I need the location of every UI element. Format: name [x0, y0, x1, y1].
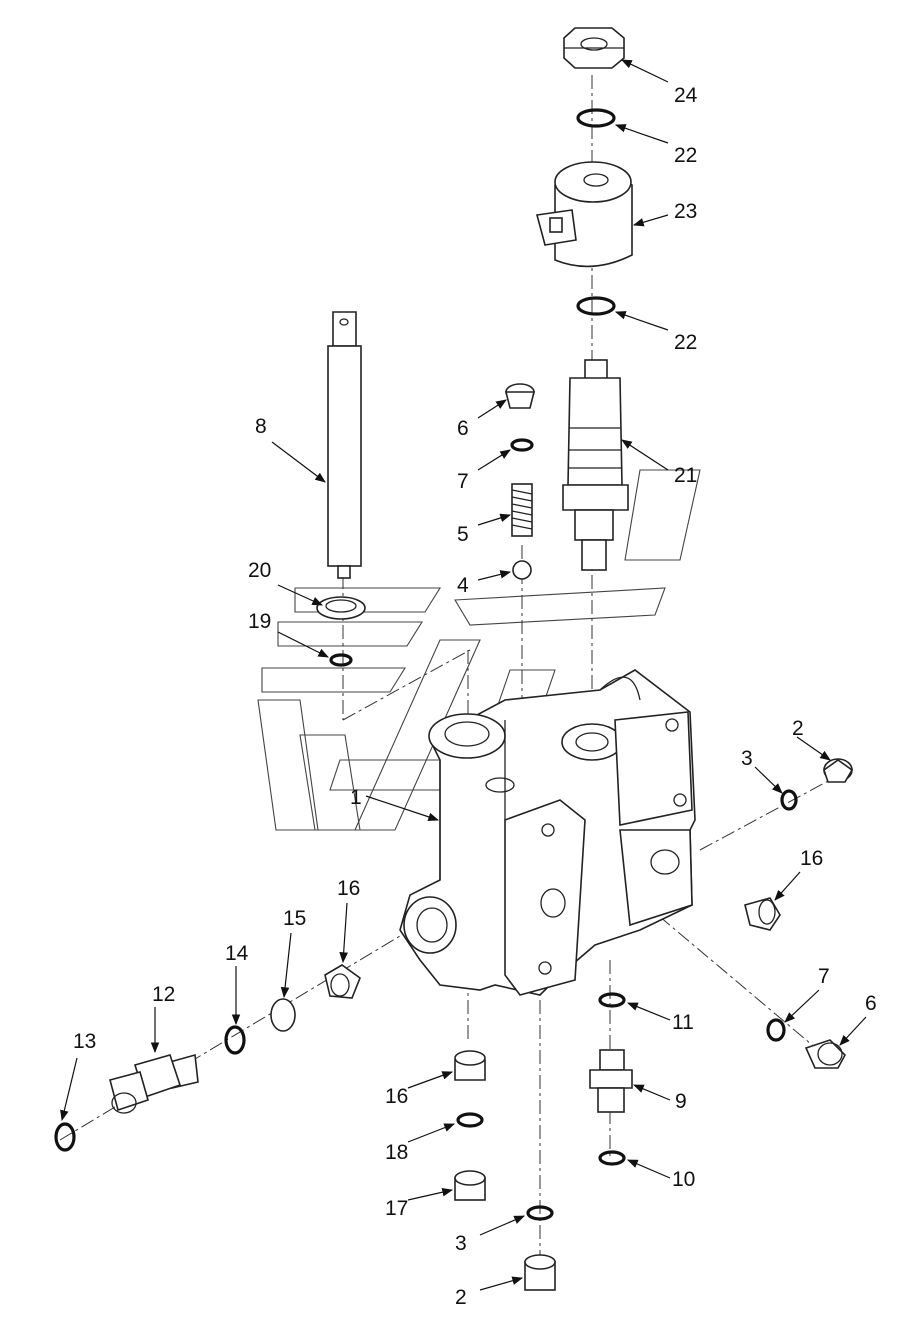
- part-6-plug-upper: [504, 383, 536, 409]
- part-3-oring-right: [780, 789, 798, 811]
- part-21-cartridge-valve: [562, 359, 629, 571]
- part-5-spring: [511, 483, 533, 537]
- callout-6-lower: 6: [865, 992, 877, 1015]
- part-11-oring: [598, 992, 626, 1008]
- callout-7-lower: 7: [818, 965, 830, 988]
- callout-16-right: 16: [800, 847, 823, 870]
- part-2-plug-bottom: [524, 1254, 556, 1291]
- callout-10: 10: [672, 1168, 695, 1191]
- callout-19: 19: [248, 610, 271, 633]
- leader-lines: [60, 59, 867, 1291]
- part-13-oring: [54, 1122, 76, 1152]
- assembly-axes: [59, 75, 831, 1280]
- callout-4: 4: [457, 574, 469, 597]
- part-6-plug-lower: [804, 1039, 846, 1069]
- part-15-washer: [270, 998, 296, 1032]
- callout-16-bottom: 16: [385, 1085, 408, 1108]
- part-16-plug-right: [744, 897, 781, 931]
- callout-16-left: 16: [337, 877, 360, 900]
- callout-2-bottom: 2: [455, 1286, 467, 1309]
- callout-6-upper: 6: [457, 417, 469, 440]
- callout-18: 18: [385, 1141, 408, 1164]
- callout-labels: 24 22 23 22 21 8 6 7 5 4 20 19 1 2 3 16 …: [73, 84, 877, 1309]
- callout-13: 13: [73, 1030, 96, 1053]
- callout-22-lower: 22: [674, 331, 697, 354]
- part-9-fitting: [589, 1049, 633, 1113]
- part-24-nut: [563, 27, 625, 69]
- callout-15: 15: [283, 907, 306, 930]
- part-10-oring: [598, 1150, 626, 1166]
- part-2-plug-right: [823, 758, 854, 783]
- callout-23: 23: [674, 200, 697, 223]
- part-7-oring-upper: [510, 438, 534, 452]
- part-23-solenoid-coil: [535, 161, 633, 268]
- part-4-ball: [512, 560, 532, 580]
- part-16-plug-bottom: [454, 1050, 486, 1081]
- part-18-oring: [456, 1112, 484, 1128]
- part-1-valve-body: [399, 669, 696, 996]
- part-3-oring-bottom: [526, 1205, 554, 1221]
- callout-14: 14: [225, 942, 249, 965]
- part-7-oring-lower: [766, 1018, 786, 1042]
- callout-8: 8: [255, 415, 267, 438]
- part-14-oring: [224, 1025, 246, 1055]
- callout-11: 11: [672, 1011, 694, 1034]
- callout-3-right: 3: [741, 747, 753, 770]
- callout-2-right: 2: [792, 717, 804, 740]
- callout-1: 1: [350, 786, 362, 809]
- callout-17: 17: [385, 1197, 408, 1220]
- callout-7-upper: 7: [457, 470, 469, 493]
- callout-24: 24: [674, 84, 698, 107]
- callout-12: 12: [152, 983, 175, 1006]
- part-12-fitting: [109, 1053, 199, 1114]
- part-19-oring: [329, 653, 353, 667]
- part-22-oring-lower: [576, 296, 616, 316]
- part-22-oring-upper: [576, 108, 616, 128]
- callout-3-bottom: 3: [455, 1232, 467, 1255]
- callout-21: 21: [674, 464, 697, 487]
- callout-20: 20: [248, 559, 271, 582]
- callout-5: 5: [457, 523, 469, 546]
- callout-9: 9: [675, 1090, 687, 1113]
- part-17-plug: [454, 1170, 486, 1201]
- part-8-spool-shaft: [327, 311, 362, 579]
- part-16-plug-left: [324, 964, 361, 999]
- callout-22-upper: 22: [674, 144, 697, 167]
